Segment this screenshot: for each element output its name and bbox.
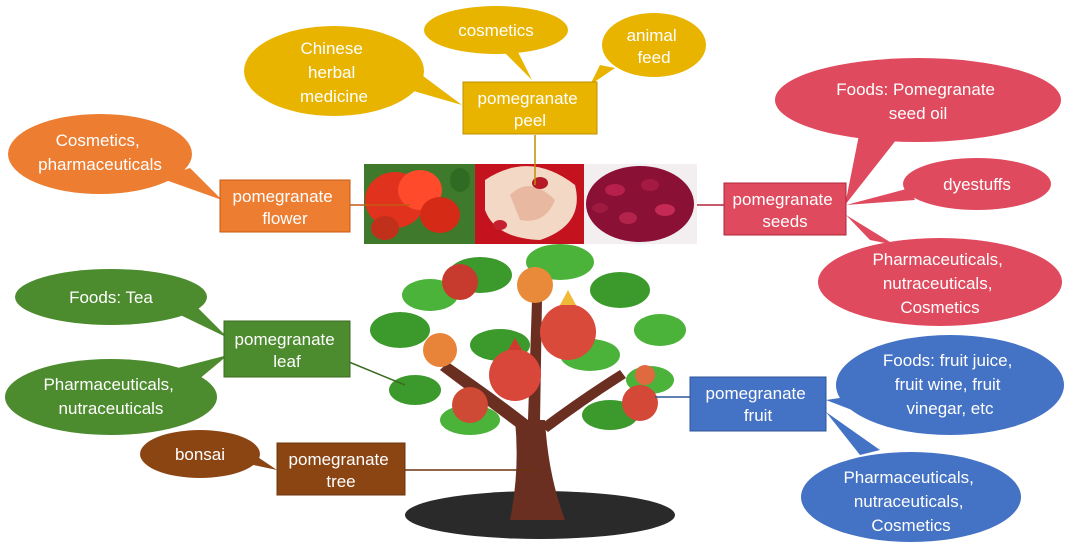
callout-text: Foods: Pomegranate — [836, 80, 995, 99]
callout-leaf-foods: Foods: Tea — [15, 269, 228, 338]
callout-peel-animal-feed: animal feed — [590, 13, 706, 85]
svg-text:Pharmaceuticals, nutrace: Pharmaceuticals, nutraceuticals, Cosmeti… — [843, 468, 978, 535]
svg-text:pomegranate peel: pomegranate peel — [478, 89, 583, 130]
callout-peel-cosmetics: cosmetics — [424, 6, 568, 80]
svg-text:pomegranate tree: pomegranate tree — [289, 450, 394, 491]
callout-leaf-pharma: Pharmaceuticals, nutraceuticals — [5, 355, 228, 435]
part-label-leaf: pomegranate leaf — [223, 320, 351, 378]
callout-peel-herbal: Chinese herbal medicine — [244, 26, 462, 116]
callout-flower-uses: Cosmetics, pharmaceuticals — [8, 114, 222, 200]
svg-text:Foods: Pomegranate seed: Foods: Pomegranate seed oil — [836, 80, 1000, 123]
svg-text:Foods: Tea: Foods: Tea — [69, 288, 153, 307]
callout-tree-bonsai: bonsai — [140, 430, 277, 478]
callout-text: Chinese — [300, 39, 362, 58]
callout-seeds-pharma: Pharmaceuticals, nutraceuticals, Cosmeti… — [818, 215, 1062, 326]
callout-seeds-foods: Foods: Pomegranate seed oil — [775, 58, 1061, 205]
flower-photo — [364, 164, 475, 244]
callout-text: animal — [627, 26, 677, 45]
svg-text:dyestuffs: dyestuffs — [943, 175, 1011, 194]
svg-text:Pharmaceuticals, nutrace: Pharmaceuticals, nutraceuticals, Cosmeti… — [872, 250, 1007, 317]
svg-text:bonsai: bonsai — [175, 445, 225, 464]
callout-text: Foods: Tea — [69, 288, 153, 307]
callout-text: Foods: fruit juice, — [883, 351, 1012, 370]
callout-text: nutraceuticals, — [883, 274, 993, 293]
svg-text:animal feed: animal feed — [627, 26, 682, 67]
peel-photo — [475, 164, 584, 244]
callout-seeds-dyestuffs: dyestuffs — [846, 158, 1051, 210]
svg-text:cosmetics: cosmetics — [458, 21, 534, 40]
callout-text: Cosmetics — [871, 516, 950, 535]
callout-text: Pharmaceuticals, — [872, 250, 1002, 269]
callout-text: bonsai — [175, 445, 225, 464]
part-label-flower: pomegranate flower — [219, 179, 351, 233]
svg-text:pomegranate fruit: pomegranate fruit — [706, 384, 811, 425]
callout-text: herbal — [308, 63, 355, 82]
callout-text: fruit wine, fruit — [895, 375, 1001, 394]
callout-text: Pharmaceuticals, — [843, 468, 973, 487]
part-label-tree: pomegranate tree — [276, 442, 406, 496]
svg-text:pomegranate flower: pomegranate flower — [233, 187, 338, 228]
svg-text:Foods: fruit juice, frui: Foods: fruit juice, fruit wine, fruit vi… — [883, 351, 1017, 418]
svg-text:Cosmetics, pharmaceutica: Cosmetics, pharmaceuticals — [38, 131, 162, 174]
callout-text: nutraceuticals — [59, 399, 164, 418]
callout-text: medicine — [300, 87, 368, 106]
callout-fruit-foods: Foods: fruit juice, fruit wine, fruit vi… — [826, 335, 1064, 435]
callout-text: Cosmetics — [900, 298, 979, 317]
callout-text: nutraceuticals, — [854, 492, 964, 511]
seeds-photo — [584, 164, 697, 244]
callout-text: Cosmetics, — [56, 131, 140, 150]
svg-text:pomegranate seeds: pomegranate seeds — [733, 190, 838, 231]
part-label-peel: pomegranate peel — [462, 81, 598, 135]
callout-text: pharmaceuticals — [38, 155, 162, 174]
svg-text:Pharmaceuticals, nutrace: Pharmaceuticals, nutraceuticals — [43, 375, 178, 418]
svg-text:Chinese herbal med: Chinese herbal medicine — [300, 39, 368, 106]
pomegranate-tree-illustration — [364, 244, 697, 544]
callout-fruit-pharma: Pharmaceuticals, nutraceuticals, Cosmeti… — [801, 412, 1021, 542]
callout-text: feed — [637, 48, 670, 67]
callout-text: seed oil — [889, 104, 948, 123]
callout-text: Pharmaceuticals, — [43, 375, 173, 394]
callout-text: cosmetics — [458, 21, 534, 40]
svg-text:pomegranate leaf: pomegranate leaf — [235, 330, 340, 371]
part-label-fruit: pomegranate fruit — [689, 376, 827, 432]
callout-text: dyestuffs — [943, 175, 1011, 194]
callout-text: vinegar, etc — [907, 399, 994, 418]
part-label-seeds: pomegranate seeds — [723, 182, 847, 236]
